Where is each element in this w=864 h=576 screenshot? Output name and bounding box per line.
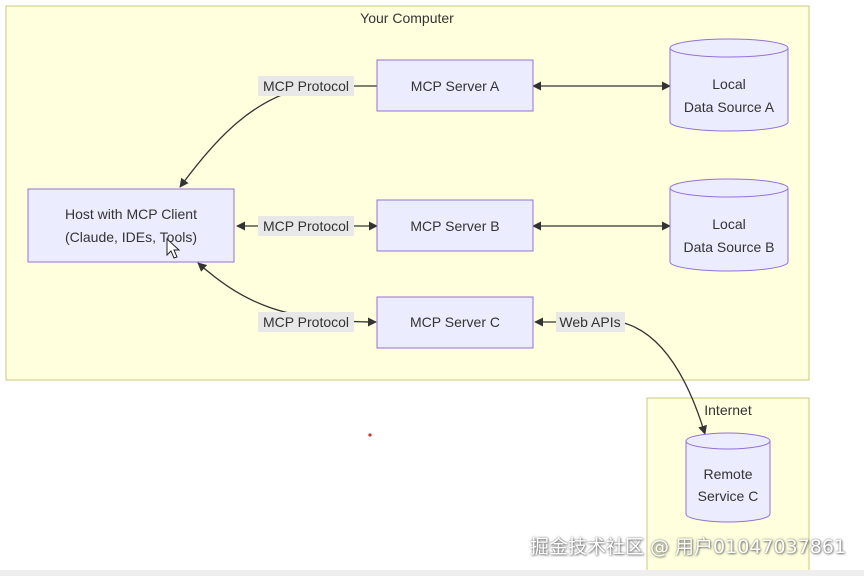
node-server-b-label: MCP Server B: [410, 218, 499, 234]
red-dot: [368, 433, 372, 437]
node-remote-c-line1: Remote: [703, 466, 752, 482]
edge-label-b-bg: [258, 216, 354, 236]
node-data-b-line2: Data Source B: [683, 239, 774, 255]
node-server-a-label: MCP Server A: [411, 78, 500, 94]
node-remote-c-line2: Service C: [698, 488, 759, 504]
edge-label-a: MCP Protocol: [263, 78, 349, 94]
node-data-b-line1: Local: [712, 216, 745, 232]
node-data-a: [669, 38, 789, 132]
node-data-a-line1: Local: [712, 76, 745, 92]
edge-label-web-bg: [556, 312, 625, 332]
node-server-b: [376, 199, 534, 252]
bottom-strip: [0, 570, 864, 576]
edge-label-b: MCP Protocol: [263, 218, 349, 234]
node-server-c: [376, 296, 534, 349]
edge-server-c-remote: [534, 317, 707, 435]
node-server-a: [376, 59, 534, 112]
watermark: 掘金技术社区 @ 用户01047037861: [529, 536, 846, 558]
node-server-c-label: MCP Server C: [410, 314, 500, 330]
group-internet-title: Internet: [704, 402, 752, 418]
node-data-a-line2: Data Source A: [684, 99, 775, 115]
edge-label-c-bg: [258, 312, 354, 332]
edge-label-c: MCP Protocol: [263, 314, 349, 330]
node-host-line1: Host with MCP Client: [65, 206, 197, 222]
node-host: [27, 188, 235, 263]
group-your-computer-title: Your Computer: [360, 10, 454, 26]
edge-label-a-bg: [258, 76, 354, 96]
node-data-b: [669, 178, 789, 272]
node-host-line2: (Claude, IDEs, Tools): [65, 229, 197, 245]
node-remote-c: [685, 432, 771, 523]
mouse-cursor-icon: [166, 237, 181, 259]
edge-label-web: Web APIs: [559, 314, 620, 330]
